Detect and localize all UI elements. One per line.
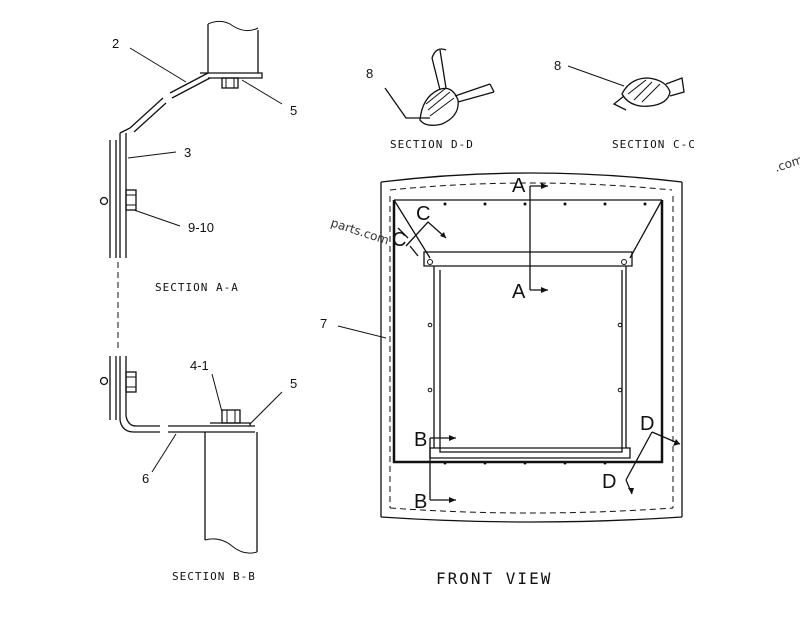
watermark-edge: .com [773, 152, 800, 174]
dd-strap-up [431, 49, 447, 91]
callout-8-cc: 8 [554, 58, 561, 73]
section-mark-c-first: C [416, 203, 430, 225]
callout-3: 3 [184, 145, 191, 160]
nut-left-upper [99, 196, 109, 206]
bolt-lower [125, 371, 137, 393]
cc-clamp-body [621, 77, 671, 107]
caption-section-cc: SECTION C-C [612, 138, 696, 151]
callout-8-dd: 8 [366, 66, 373, 81]
dd-strap-right [454, 83, 495, 103]
section-dd-drawing: 8 SECTION D-D [366, 48, 495, 151]
caption-section-aa: SECTION A-A [155, 281, 239, 294]
section-mark-a-bottom: A [512, 281, 526, 303]
leader-6 [151, 433, 177, 473]
leader-4-1 [211, 373, 223, 413]
section-mark-b-top: B [414, 429, 427, 451]
section-mark-d-bottom: D [602, 471, 616, 493]
callout-5-top: 5 [290, 103, 297, 118]
leader-7 [337, 325, 387, 339]
caption-section-dd: SECTION D-D [390, 138, 474, 151]
bolt-head-top [221, 77, 239, 89]
bottom-bend [119, 415, 160, 433]
dd-clamp-body [419, 87, 459, 126]
top-flange [200, 72, 263, 79]
lower-post [204, 432, 258, 552]
bottom-flange [168, 425, 255, 433]
callout-4-1: 4-1 [190, 358, 209, 373]
caption-section-bb: SECTION B-B [172, 570, 256, 583]
upper-post-break [207, 20, 259, 32]
callout-5-bottom: 5 [290, 376, 297, 391]
top-rail [423, 251, 633, 267]
rivet-row-top [443, 202, 647, 206]
section-mark-a-top: A [512, 175, 526, 197]
leader-9-10 [133, 209, 181, 227]
bracket-3 [109, 140, 117, 258]
bolt-9-10 [125, 189, 137, 211]
rivet-row-bottom [443, 461, 607, 465]
bolt-head-bottom [221, 409, 241, 424]
lower-post-break [204, 538, 258, 554]
nut-left-lower [99, 376, 109, 386]
section-cc-drawing: 8 SECTION C-C [554, 58, 696, 151]
leader-2 [129, 47, 187, 83]
housing-top-curve [380, 172, 683, 183]
section-mark-c-second: C [392, 229, 406, 251]
section-line-c [397, 221, 447, 247]
panel-sides [433, 266, 627, 448]
upper-post [207, 24, 259, 73]
callout-7: 7 [320, 316, 327, 331]
cc-leader [567, 65, 625, 87]
leader-5-top [241, 79, 283, 105]
callout-6: 6 [142, 471, 149, 486]
section-mark-d-top: D [640, 413, 654, 435]
dd-leader [384, 87, 430, 119]
section-mark-b-bottom: B [414, 491, 427, 513]
vertical-support-upper [119, 133, 127, 258]
callout-9-10: 9-10 [188, 220, 214, 235]
hopper-sides [393, 199, 663, 259]
front-view-drawing: 7 A A B B C C D D FRONT VIEW [320, 172, 683, 588]
section-aa-drawing: 2 5 3 9-10 4-1 5 6 SECTION A-A SECTION B… [99, 20, 297, 583]
housing-sides [380, 182, 683, 517]
leader-5-bot [249, 391, 283, 425]
caption-front-view: FRONT VIEW [436, 569, 552, 588]
leader-3 [127, 151, 177, 159]
diagonal-strap-top [169, 72, 211, 99]
cc-strap-right [665, 77, 685, 97]
housing-bottom-curve [380, 516, 683, 523]
callout-2: 2 [112, 36, 119, 51]
vertical-support-lower [119, 356, 127, 420]
section-line-a [529, 185, 548, 291]
bottom-rail [429, 447, 631, 459]
inner-frame [392, 200, 664, 464]
